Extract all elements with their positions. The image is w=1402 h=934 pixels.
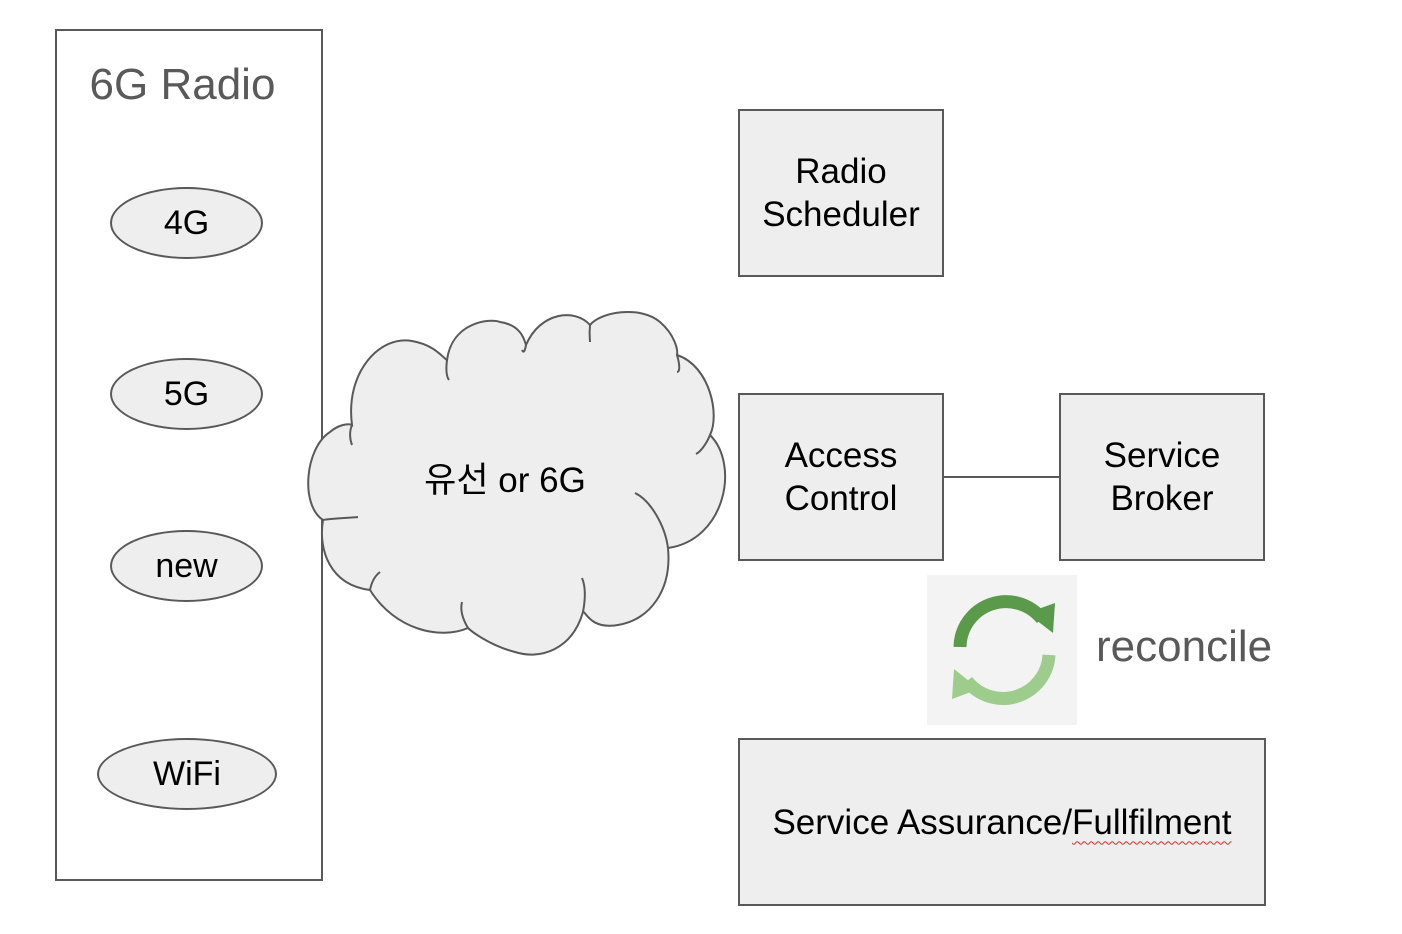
- radio-item-5g: 5G: [110, 358, 263, 430]
- network-cloud: [300, 300, 740, 665]
- sync-arrows-svg: [952, 595, 1056, 705]
- service-assurance-prefix: Service Assurance/: [772, 802, 1073, 842]
- access-control-line-2: Control: [784, 479, 898, 518]
- fulfilment-misspelled-word: Fullfilment: [1072, 802, 1232, 842]
- service-broker-line-2: Broker: [1110, 479, 1214, 518]
- access-control-box: Access Control: [738, 393, 944, 561]
- service-broker-line-1: Service: [1103, 436, 1221, 475]
- radio-item-wifi: WiFi: [97, 738, 277, 810]
- reconcile-label: reconcile: [1096, 622, 1273, 671]
- cloud-label: 유선 or 6G: [424, 461, 586, 500]
- cloud-shape: [307, 310, 727, 656]
- service-broker-box: Service Broker: [1059, 393, 1265, 561]
- panel-title: 6G Radio: [89, 60, 276, 109]
- service-assurance-box: Service Assurance/Fullfilment: [738, 738, 1266, 906]
- radio-item-4g: 4G: [110, 187, 263, 259]
- radio-scheduler-line-1: Radio: [795, 152, 887, 191]
- access-broker-connector: [943, 476, 1061, 478]
- service-assurance-label: Service Assurance/Fullfilment: [772, 801, 1231, 844]
- radio-scheduler-box: Radio Scheduler: [738, 109, 944, 277]
- radio-item-new: new: [110, 530, 263, 602]
- access-control-line-1: Access: [784, 436, 898, 475]
- sync-arrows-icon: [927, 575, 1077, 725]
- radio-scheduler-line-2: Scheduler: [762, 195, 920, 234]
